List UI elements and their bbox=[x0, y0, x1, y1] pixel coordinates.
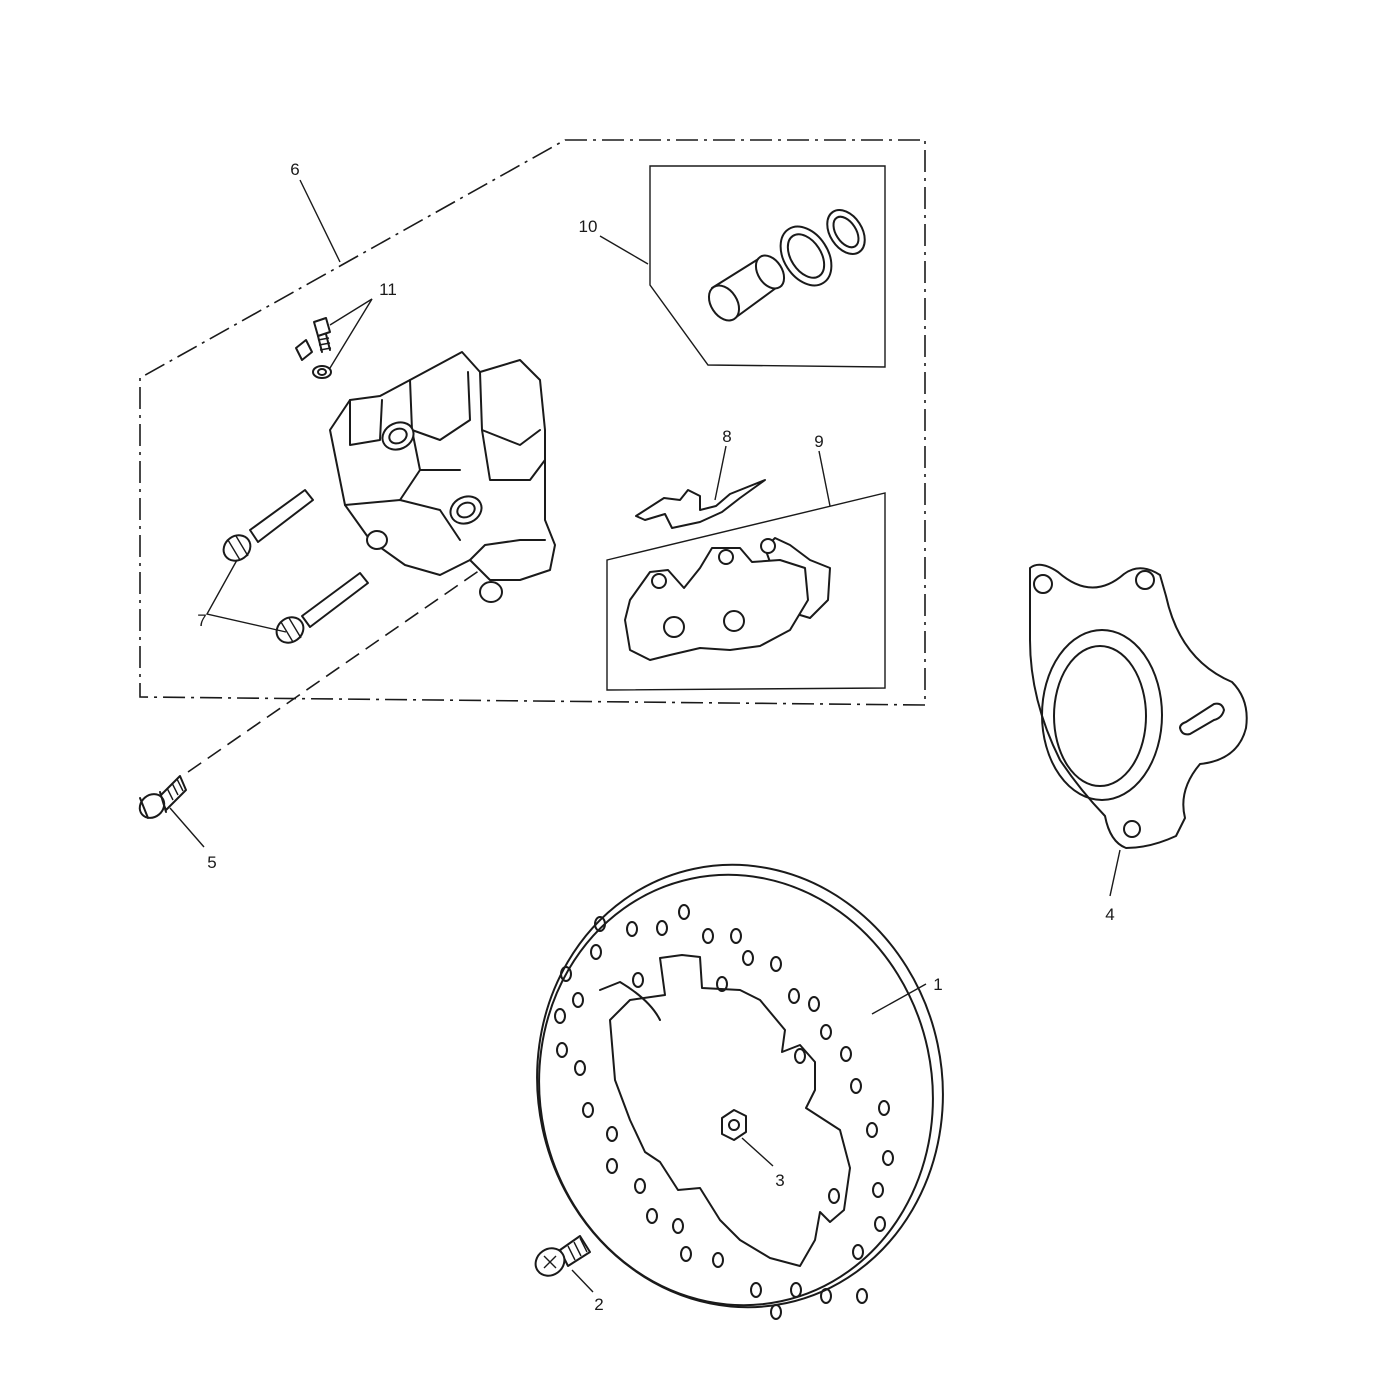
leader-10 bbox=[599, 235, 649, 265]
pad-set-box bbox=[606, 492, 886, 691]
disc-holes bbox=[554, 904, 894, 1320]
caliper-bracket bbox=[1029, 563, 1248, 849]
caliper-kit-outline bbox=[139, 139, 926, 706]
pad-spring bbox=[635, 479, 766, 529]
dust-seal bbox=[826, 209, 866, 255]
callout-1: 1 bbox=[933, 975, 942, 994]
leader-1 bbox=[871, 983, 927, 1015]
leader-5 bbox=[169, 807, 205, 848]
piston-seal bbox=[779, 225, 833, 287]
leader-8 bbox=[714, 445, 727, 501]
callout-3: 3 bbox=[775, 1171, 784, 1190]
caliper-pin-lower bbox=[275, 572, 369, 644]
leader-9 bbox=[818, 450, 831, 507]
leader-4 bbox=[1109, 849, 1121, 897]
callout-11: 11 bbox=[379, 280, 397, 299]
leader-7 bbox=[205, 559, 287, 633]
mounting-bolt bbox=[138, 775, 187, 819]
disc-screw bbox=[534, 1235, 591, 1277]
callout-5: 5 bbox=[207, 853, 216, 872]
callout-9: 9 bbox=[814, 432, 823, 451]
caliper-pin-upper bbox=[222, 489, 314, 562]
leader-2 bbox=[571, 1269, 594, 1293]
bleed-nipple bbox=[295, 317, 332, 379]
brake-caliper bbox=[329, 351, 556, 603]
callout-4: 4 bbox=[1105, 905, 1114, 924]
callout-8: 8 bbox=[722, 427, 731, 446]
leader-6 bbox=[299, 179, 341, 263]
disc-nut bbox=[721, 1109, 747, 1141]
callout-2: 2 bbox=[594, 1295, 603, 1314]
leader-11 bbox=[329, 298, 373, 369]
bolt-axis-dash bbox=[187, 569, 481, 773]
brake-pads bbox=[624, 537, 831, 661]
callout-10: 10 bbox=[579, 217, 598, 236]
callout-7: 7 bbox=[197, 611, 206, 630]
piston bbox=[707, 254, 786, 322]
seal-kit-box bbox=[649, 165, 886, 368]
brake-disc bbox=[536, 863, 944, 1320]
leader-3 bbox=[741, 1137, 774, 1167]
callout-6: 6 bbox=[290, 160, 299, 179]
